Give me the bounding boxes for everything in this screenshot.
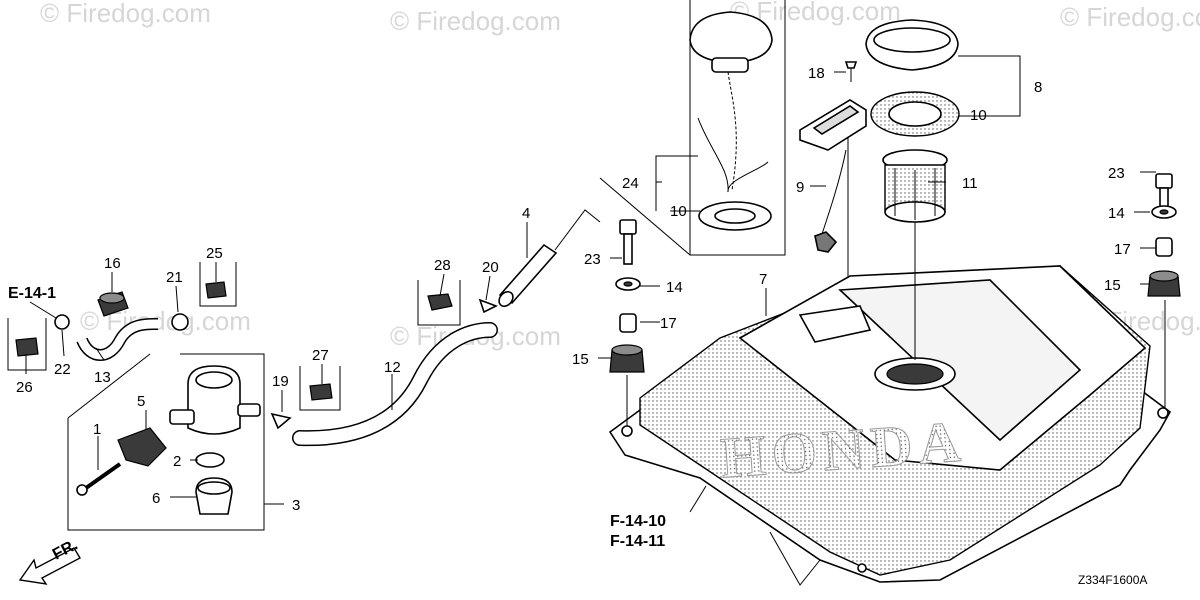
- right-collar: [1155, 237, 1173, 257]
- callout-23: 23: [1108, 165, 1125, 182]
- fuel-cap-kit-box: [599, 0, 786, 256]
- fuel-strainer: [882, 149, 948, 223]
- fuel-filler-cap: [865, 19, 959, 71]
- fuel-tube: [292, 322, 498, 447]
- clamp-box-27: [299, 366, 341, 411]
- front-direction-arrow[interactable]: FR.: [18, 536, 81, 585]
- callout-11: 11: [962, 175, 978, 192]
- valve-lever: [117, 427, 167, 467]
- callout-10: 10: [670, 203, 687, 220]
- leader-lines: [25, 55, 1156, 513]
- center-cushion: [609, 344, 645, 373]
- callout-20: 20: [482, 259, 499, 276]
- callout-23: 23: [584, 251, 601, 268]
- gauge-screw: [844, 61, 858, 82]
- cross-ref-f-14-11[interactable]: F-14-11: [610, 533, 665, 550]
- tube-clip-19: [270, 412, 292, 430]
- callout-17: 17: [1114, 241, 1131, 258]
- callout-19: 19: [272, 373, 289, 390]
- fuel-valve-assembly-box: [67, 353, 265, 531]
- callout-21: 21: [166, 269, 183, 286]
- center-collar: [619, 313, 637, 333]
- callout-25: 25: [206, 245, 223, 262]
- fuel-tank: HONDA: [554, 136, 1172, 586]
- cross-ref-e-14-1[interactable]: E-14-1: [8, 285, 56, 302]
- clip-22: [54, 314, 70, 330]
- callout-24: 24: [622, 175, 639, 192]
- clamp-box-28: [417, 280, 461, 326]
- cross-references: E-14-1 F-14-10 F-14-11: [8, 285, 666, 550]
- fuel-cap-with-chain: [689, 11, 773, 231]
- callout-22: 22: [54, 361, 71, 378]
- callout-15: 15: [1104, 277, 1121, 294]
- right-cushion: [1147, 270, 1181, 297]
- fuel-gauge-assembly: [799, 99, 867, 253]
- callout-10: 10: [970, 107, 987, 124]
- callout-14: 14: [666, 279, 683, 296]
- fuel-valve: [169, 365, 261, 435]
- callout-27: 27: [312, 347, 329, 364]
- callout-8: 8: [1034, 79, 1042, 96]
- valve-o-ring: [195, 452, 225, 468]
- callout-13: 13: [94, 369, 111, 386]
- watermark-text: © Firedog.com: [390, 6, 561, 36]
- callout-28: 28: [434, 257, 451, 274]
- callout-12: 12: [384, 359, 401, 376]
- callout-1: 1: [93, 421, 101, 438]
- valve-cup: [195, 477, 233, 515]
- center-mount-bolt: [619, 219, 637, 265]
- callout-4: 4: [522, 205, 530, 222]
- callout-26: 26: [16, 379, 33, 396]
- callout-17: 17: [660, 315, 677, 332]
- diagram-code: Z334F1600A: [1078, 573, 1147, 587]
- callout-9: 9: [796, 179, 804, 196]
- vent-tube: [498, 243, 558, 308]
- valve-screw: [76, 462, 122, 496]
- clamp-box-25: [199, 262, 237, 307]
- callout-7: 7: [759, 271, 767, 288]
- watermark-text: © Firedog.com: [1060, 2, 1200, 32]
- callout-15: 15: [572, 351, 589, 368]
- fuel-filter-16: [97, 291, 129, 317]
- clamp-box-26: [7, 318, 47, 371]
- cross-ref-f-14-10[interactable]: F-14-10: [610, 513, 666, 530]
- callout-6: 6: [152, 490, 160, 507]
- watermark-text: © Firedog.com: [40, 0, 211, 28]
- callout-14: 14: [1108, 205, 1125, 222]
- clip-21: [171, 313, 189, 331]
- tube-clip: [478, 298, 498, 314]
- center-washer: [615, 277, 641, 291]
- callout-2: 2: [173, 453, 181, 470]
- callout-16: 16: [104, 255, 121, 272]
- fuel-line-13: [76, 317, 159, 361]
- callout-18: 18: [808, 65, 825, 82]
- callout-3: 3: [292, 497, 300, 514]
- callout-labels: 1 2 3 4 5 6 7 8 9 10 10 11 12 13 14 14 1…: [16, 65, 1131, 514]
- callout-5: 5: [137, 393, 145, 410]
- right-washer: [1151, 205, 1177, 219]
- filler-cap-gasket: [870, 91, 960, 137]
